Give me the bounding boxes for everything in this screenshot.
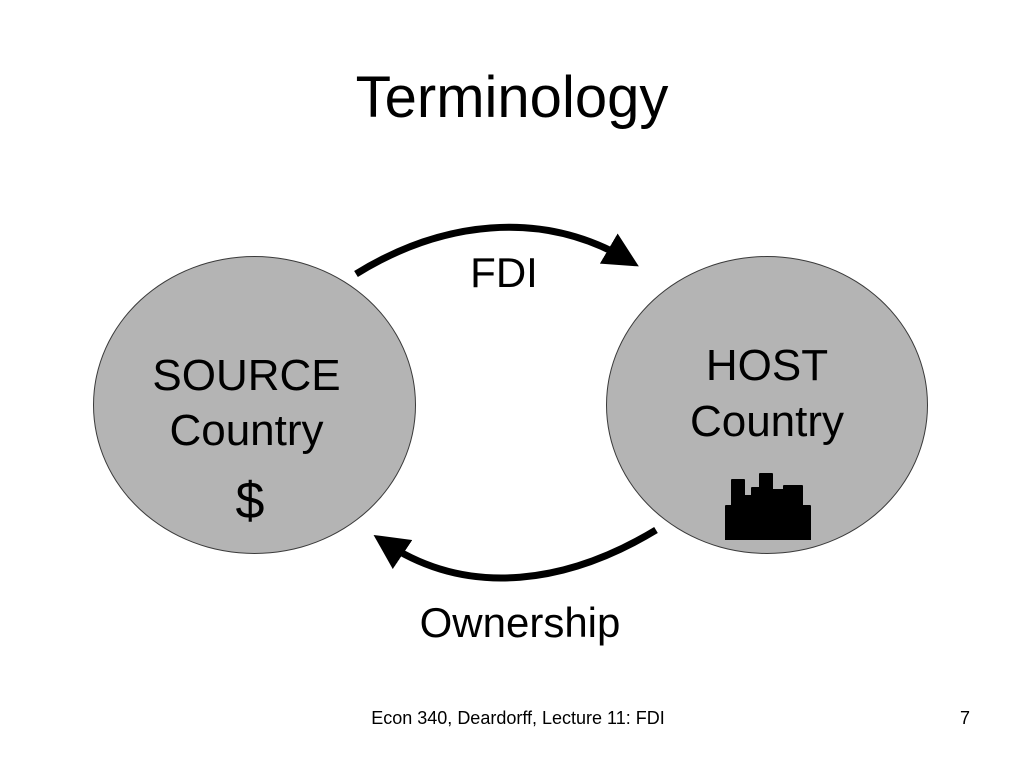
host-country-label: HOST [705, 341, 829, 390]
fdi-arrow-label: FDI [470, 249, 538, 296]
page-title: Terminology [355, 65, 669, 130]
slide-footer: Econ 340, Deardorff, Lecture 11: FDI [371, 708, 665, 728]
ownership-arrow [373, 527, 658, 582]
source-country-label: SOURCE [152, 351, 341, 400]
ownership-arrow-label: Ownership [419, 599, 621, 646]
source-country-circle [93, 256, 416, 554]
source-country-sublabel: Country [169, 406, 324, 455]
host-country-sublabel: Country [689, 397, 845, 446]
factory-icon [725, 473, 811, 540]
dollar-symbol: $ [235, 472, 265, 530]
page-number: 7 [959, 708, 970, 728]
